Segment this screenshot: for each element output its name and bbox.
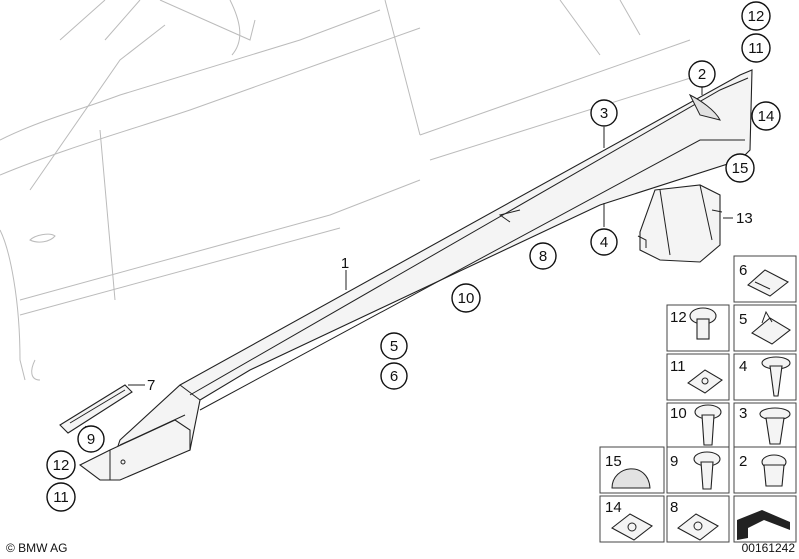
svg-text:5: 5: [739, 311, 747, 328]
legend-cell-10: 10: [666, 402, 730, 450]
svg-text:7: 7: [147, 377, 155, 394]
diagram-number: 00161242: [742, 541, 796, 555]
legend-cell-2: 2: [733, 446, 797, 494]
callout-14: 14: [751, 101, 781, 131]
svg-text:12: 12: [670, 309, 687, 326]
callout-15: 15: [725, 153, 755, 183]
svg-text:15: 15: [605, 453, 622, 470]
svg-text:8: 8: [670, 499, 678, 516]
car-body-outline: [0, 0, 701, 381]
callout-8: 8: [529, 242, 557, 270]
callout-6: 6: [380, 362, 408, 390]
svg-text:8: 8: [539, 248, 547, 265]
legend-cell-3: 3: [733, 402, 797, 450]
legend-cell-14: 14: [599, 495, 665, 543]
legend-cell-6: 6: [733, 255, 797, 303]
callout-12-right: 12: [741, 1, 771, 31]
legend-cell-4: 4: [733, 353, 797, 401]
callout-10: 10: [451, 283, 481, 313]
svg-text:14: 14: [758, 108, 775, 125]
callout-5: 5: [380, 332, 408, 360]
callout-1: 1: [341, 255, 349, 272]
svg-text:9: 9: [670, 453, 678, 470]
callout-11-left: 11: [46, 482, 76, 512]
callout-7: 7: [147, 377, 155, 394]
legend-cell-9: 9: [666, 446, 730, 494]
svg-text:4: 4: [739, 358, 747, 375]
legend-cell-12: 12: [666, 304, 730, 352]
svg-text:11: 11: [748, 40, 764, 57]
svg-text:6: 6: [739, 262, 747, 279]
legend-cell-15: 15: [599, 446, 665, 494]
svg-text:11: 11: [670, 358, 686, 375]
svg-text:5: 5: [390, 338, 398, 355]
side-skirt-part: [59, 69, 753, 481]
svg-text:3: 3: [600, 105, 608, 122]
legend-cell-5: 5: [733, 304, 797, 352]
callout-12-left: 12: [46, 450, 76, 480]
wheel-arch-part: [637, 184, 723, 263]
svg-text:14: 14: [605, 499, 622, 516]
svg-text:13: 13: [736, 210, 753, 227]
callout-13: 13: [736, 210, 753, 227]
arrow-icon: [737, 510, 790, 540]
callout-3: 3: [590, 99, 618, 127]
parts-legend: 6 12 5 11 4: [599, 255, 797, 543]
svg-text:2: 2: [739, 453, 747, 470]
callout-11-right: 11: [741, 33, 771, 63]
svg-text:6: 6: [390, 368, 398, 385]
svg-text:12: 12: [748, 8, 765, 25]
callout-4: 4: [590, 228, 618, 256]
svg-text:10: 10: [458, 290, 475, 307]
svg-text:3: 3: [739, 405, 747, 422]
callout-9: 9: [77, 425, 105, 453]
legend-cell-8: 8: [666, 495, 730, 543]
svg-text:9: 9: [87, 431, 95, 448]
svg-text:10: 10: [670, 405, 687, 422]
svg-text:15: 15: [732, 160, 749, 177]
legend-cell-arrow: [733, 495, 797, 543]
copyright-text: © BMW AG: [6, 541, 68, 555]
legend-cell-11: 11: [666, 353, 730, 401]
svg-text:11: 11: [53, 489, 69, 506]
svg-text:4: 4: [600, 234, 608, 251]
svg-text:2: 2: [698, 66, 706, 83]
svg-text:12: 12: [53, 457, 70, 474]
callout-2: 2: [688, 60, 716, 88]
svg-text:1: 1: [341, 255, 349, 272]
